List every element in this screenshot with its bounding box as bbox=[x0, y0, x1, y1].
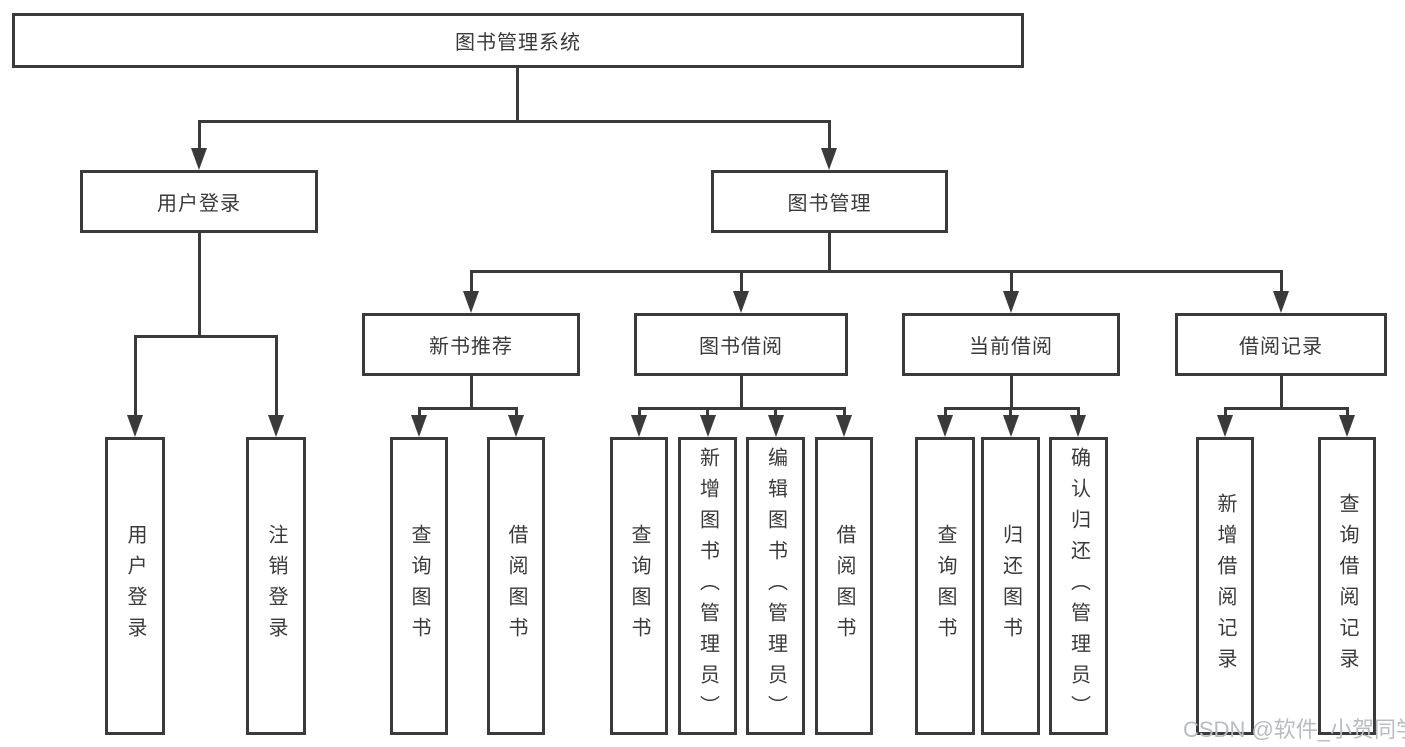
node-label: 查询图书 bbox=[934, 524, 956, 648]
connector-line bbox=[827, 233, 831, 273]
node-label: 借阅图书 bbox=[833, 524, 855, 648]
arrowhead bbox=[1217, 415, 1233, 437]
arrowhead bbox=[1003, 291, 1019, 313]
node-current-confirm-return-admin: 确认归还（管理员） bbox=[1049, 437, 1108, 735]
connector-line bbox=[1279, 270, 1283, 293]
node-label: 用户登录 bbox=[157, 193, 241, 215]
node-label: 用户登录 bbox=[124, 524, 146, 648]
node-label: 当前借阅 bbox=[969, 336, 1053, 358]
arrowhead bbox=[1070, 415, 1086, 437]
node-library-management-system: 图书管理系统 bbox=[12, 13, 1024, 68]
node-label: 确认归还（管理员） bbox=[1067, 446, 1090, 726]
node-label: 新增图书（管理员） bbox=[696, 446, 719, 726]
connector-line bbox=[1345, 407, 1349, 419]
connector-line bbox=[637, 407, 846, 410]
connector-line bbox=[469, 376, 473, 410]
node-new-book-recommend: 新书推荐 bbox=[362, 313, 580, 376]
connector-line bbox=[197, 233, 201, 337]
node-logout-leaf: 注销登录 bbox=[246, 437, 306, 735]
node-borrow-query-books: 查询图书 bbox=[610, 437, 668, 735]
arrowhead bbox=[463, 291, 479, 313]
node-label: 查询图书 bbox=[628, 524, 650, 648]
arrowhead bbox=[631, 415, 647, 437]
arrowhead bbox=[127, 415, 143, 437]
node-label: 借阅图书 bbox=[505, 524, 527, 648]
watermark: CSDN @软件_小贺同学 bbox=[1183, 717, 1405, 742]
connector-line bbox=[739, 376, 743, 410]
connector-line bbox=[514, 407, 518, 419]
node-borrow-borrow-books: 借阅图书 bbox=[815, 437, 873, 735]
node-borrow-edit-books-admin: 编辑图书（管理员） bbox=[746, 437, 805, 735]
node-label: 查询图书 bbox=[408, 524, 430, 648]
connector-line bbox=[417, 407, 518, 410]
arrowhead bbox=[821, 148, 837, 170]
node-records-query-record: 查询借阅记录 bbox=[1318, 437, 1376, 735]
node-current-return-books: 归还图书 bbox=[981, 437, 1040, 735]
connector-line bbox=[133, 335, 137, 417]
arrowhead bbox=[411, 415, 427, 437]
connector-line bbox=[1279, 376, 1283, 410]
node-label: 归还图书 bbox=[999, 524, 1022, 648]
node-newbooks-borrow-books: 借阅图书 bbox=[487, 437, 545, 735]
arrowhead bbox=[1339, 415, 1355, 437]
connector-line bbox=[469, 270, 1283, 273]
node-book-borrowing: 图书借阅 bbox=[634, 313, 848, 376]
node-label: 新增借阅记录 bbox=[1214, 493, 1236, 679]
arrowhead bbox=[937, 415, 953, 437]
arrowhead bbox=[508, 415, 524, 437]
connector-line bbox=[637, 407, 641, 419]
connector-line bbox=[1223, 407, 1349, 410]
node-newbooks-query-books: 查询图书 bbox=[390, 437, 448, 735]
connector-line bbox=[1009, 376, 1013, 410]
node-current-borrowing: 当前借阅 bbox=[902, 313, 1120, 376]
arrowhead bbox=[1273, 291, 1289, 313]
arrowhead bbox=[191, 148, 207, 170]
arrowhead bbox=[768, 415, 784, 437]
node-records-add-record: 新增借阅记录 bbox=[1196, 437, 1254, 735]
connector-line bbox=[739, 270, 743, 293]
connector-line bbox=[469, 270, 473, 293]
connector-line bbox=[827, 120, 831, 152]
connector-line bbox=[417, 407, 421, 419]
arrowhead bbox=[836, 415, 852, 437]
node-borrowing-records: 借阅记录 bbox=[1175, 313, 1387, 376]
connector-line bbox=[1223, 407, 1227, 419]
connector-line bbox=[274, 335, 278, 417]
node-user-login: 用户登录 bbox=[80, 170, 318, 233]
node-label: 注销登录 bbox=[265, 524, 287, 648]
node-book-management: 图书管理 bbox=[711, 170, 948, 233]
node-user-login-leaf: 用户登录 bbox=[105, 437, 165, 735]
connector-line bbox=[1076, 407, 1080, 419]
arrowhead bbox=[1003, 415, 1019, 437]
node-label: 编辑图书（管理员） bbox=[764, 446, 787, 726]
node-label: 新书推荐 bbox=[429, 336, 513, 358]
connector-line bbox=[197, 120, 201, 152]
node-label: 图书管理 bbox=[787, 193, 872, 215]
node-label: 借阅记录 bbox=[1239, 336, 1323, 358]
connector-line bbox=[197, 120, 831, 123]
connector-line bbox=[706, 407, 709, 419]
node-label: 图书管理系统 bbox=[455, 32, 581, 54]
connector-line bbox=[1009, 270, 1013, 293]
connector-line bbox=[774, 407, 777, 419]
connector-line bbox=[515, 68, 519, 122]
connector-line bbox=[133, 335, 278, 338]
arrowhead bbox=[700, 415, 716, 437]
connector-line bbox=[943, 407, 947, 419]
node-label: 图书借阅 bbox=[699, 336, 783, 358]
arrowhead bbox=[733, 291, 749, 313]
node-label: 查询借阅记录 bbox=[1336, 493, 1358, 679]
connector-line bbox=[842, 407, 846, 419]
arrowhead bbox=[268, 415, 284, 437]
node-current-query-books: 查询图书 bbox=[915, 437, 975, 735]
node-borrow-add-books-admin: 新增图书（管理员） bbox=[678, 437, 737, 735]
connector-line bbox=[1009, 407, 1012, 419]
